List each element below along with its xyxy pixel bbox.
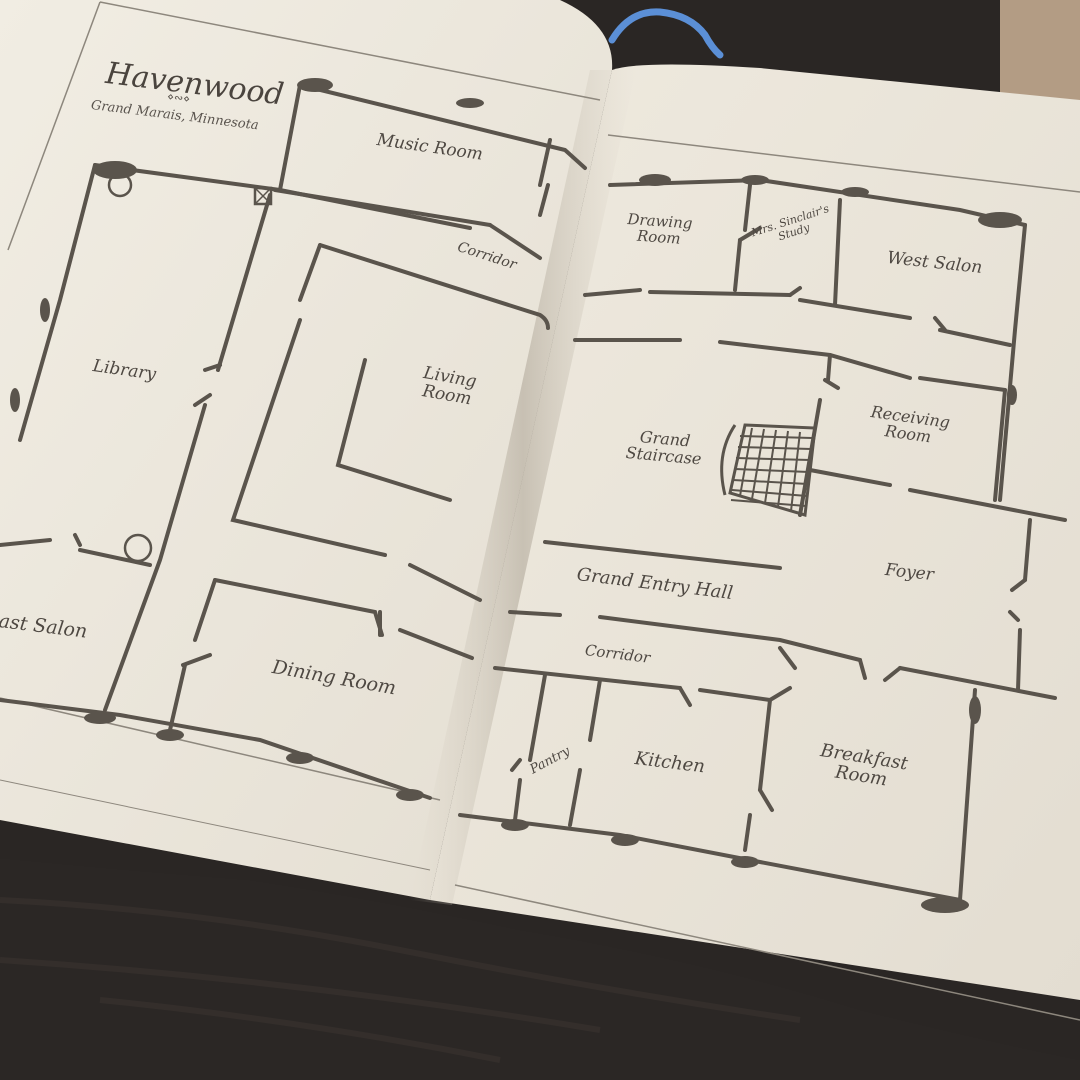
grand-staircase-drawing bbox=[720, 423, 817, 517]
label-grand-staircase: Grand Staircase bbox=[625, 427, 704, 468]
title-ornament: ⋄∾⋄ bbox=[166, 90, 191, 106]
right-floor-plan bbox=[458, 177, 1067, 902]
bookmark-ribbon bbox=[608, 8, 724, 59]
wall-corner bbox=[1000, 0, 1080, 110]
blanket-texture bbox=[0, 897, 801, 1063]
left-bottom-edge bbox=[0, 779, 431, 871]
left-floor-plan bbox=[0, 83, 587, 800]
label-drawing-room-line2: Room bbox=[636, 226, 682, 248]
label-drawing-room: Drawing Room bbox=[626, 210, 693, 248]
right-corner-ornaments bbox=[501, 174, 1022, 913]
left-page-border bbox=[0, 1, 601, 801]
right-page-border bbox=[454, 134, 1080, 1021]
blanket bbox=[0, 858, 1080, 1080]
right-page bbox=[430, 64, 1080, 1000]
page-gutter bbox=[410, 70, 636, 905]
left-round-fixtures bbox=[107, 172, 273, 563]
